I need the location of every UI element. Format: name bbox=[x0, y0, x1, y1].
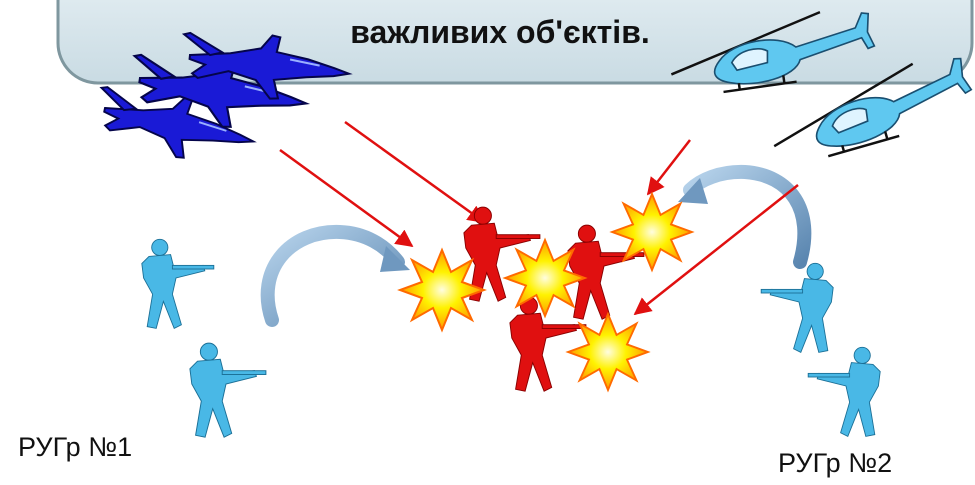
soldier-icon bbox=[141, 238, 215, 329]
group-label-1: РУГр №1 bbox=[18, 432, 133, 462]
attack-arrows bbox=[279, 120, 799, 316]
explosion-icon bbox=[611, 193, 693, 271]
explosion-icon bbox=[504, 239, 586, 317]
explosion-icon bbox=[567, 313, 649, 391]
friendly-soldiers-group-1 bbox=[141, 238, 267, 438]
soldier-icon bbox=[807, 346, 881, 437]
group-label-2: РУГр №2 bbox=[778, 448, 893, 478]
soldier-icon bbox=[760, 262, 834, 353]
soldier-icon bbox=[189, 342, 267, 438]
curved-arrow-icon bbox=[678, 164, 812, 269]
callout-text: важливих об'єктів. bbox=[350, 14, 650, 50]
curved-arrow-icon bbox=[260, 224, 410, 327]
friendly-soldiers-group-2 bbox=[760, 262, 881, 437]
explosion-icon bbox=[399, 249, 485, 331]
